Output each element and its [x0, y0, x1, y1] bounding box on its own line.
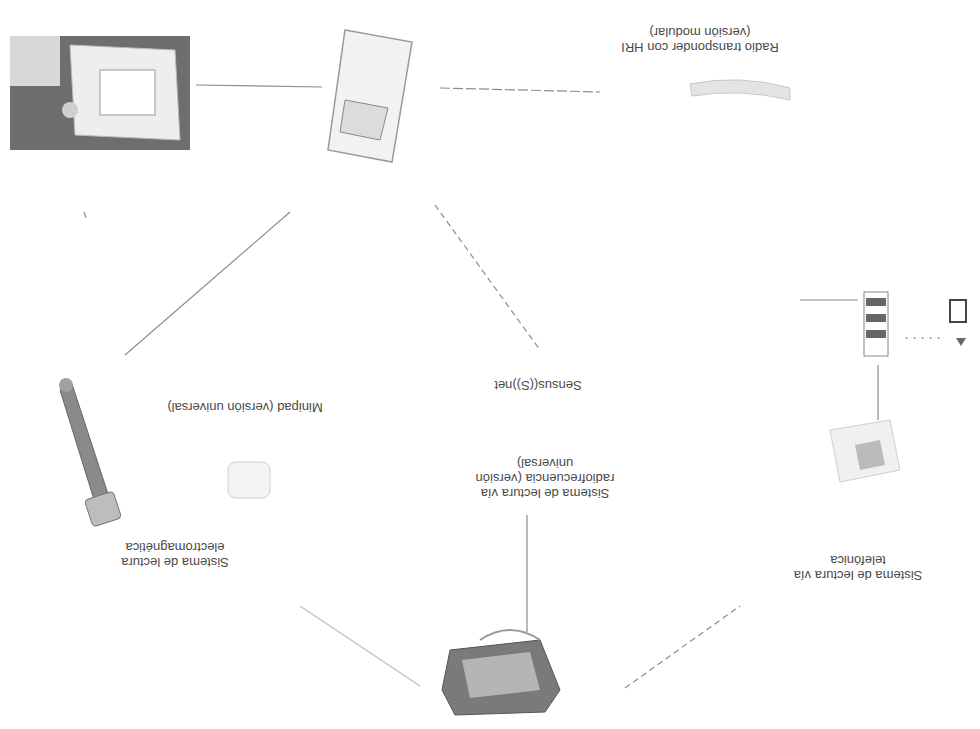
link-line [877, 365, 878, 420]
caption-label: Sistema de lectura vía telefónica [781, 553, 936, 583]
link-line [526, 515, 527, 632]
probe-cylinder [228, 462, 270, 498]
caption-label: Sistema de lectura vía radiofrecuencia (… [470, 456, 620, 501]
caption-label: Minipad (versión universal) [130, 400, 360, 415]
terminal-knob [62, 102, 78, 118]
minipad-head [84, 491, 121, 527]
minipad-tip [59, 378, 73, 392]
caption-label: Radio transponder con HRI (versión modul… [613, 25, 788, 55]
link-line [300, 606, 420, 686]
caption-label: Sistema de lectura electromagnética [100, 540, 250, 570]
telephone-keypad [855, 440, 885, 470]
tick-mark [84, 212, 86, 218]
link-line [196, 85, 322, 87]
telephone-device [830, 420, 900, 482]
minipad-wand [60, 384, 110, 506]
terminal-photo [10, 36, 190, 150]
modem-layer [866, 330, 886, 338]
modem-stack [864, 292, 888, 356]
handheld-screen [340, 100, 388, 140]
reader-handle [480, 630, 540, 640]
reader-unit [442, 640, 560, 715]
link-line [435, 205, 540, 350]
reader-panel [462, 652, 540, 698]
link-line [440, 88, 600, 92]
modem-layer [866, 298, 886, 306]
link-line [905, 337, 945, 338]
terminal-photo-light [10, 36, 60, 86]
link-line [625, 606, 740, 688]
transponder-device [690, 80, 790, 100]
connector-lines [84, 85, 945, 688]
terminal-screen [70, 45, 180, 140]
caption-label: Sensus((S))net [473, 378, 603, 393]
terminal-display [100, 70, 155, 115]
arrow-icon [956, 338, 966, 346]
link-line [800, 299, 858, 300]
handheld-terminal [328, 30, 412, 162]
modem-layer [866, 314, 886, 322]
link-line [125, 212, 290, 355]
phone-icon [950, 300, 966, 322]
